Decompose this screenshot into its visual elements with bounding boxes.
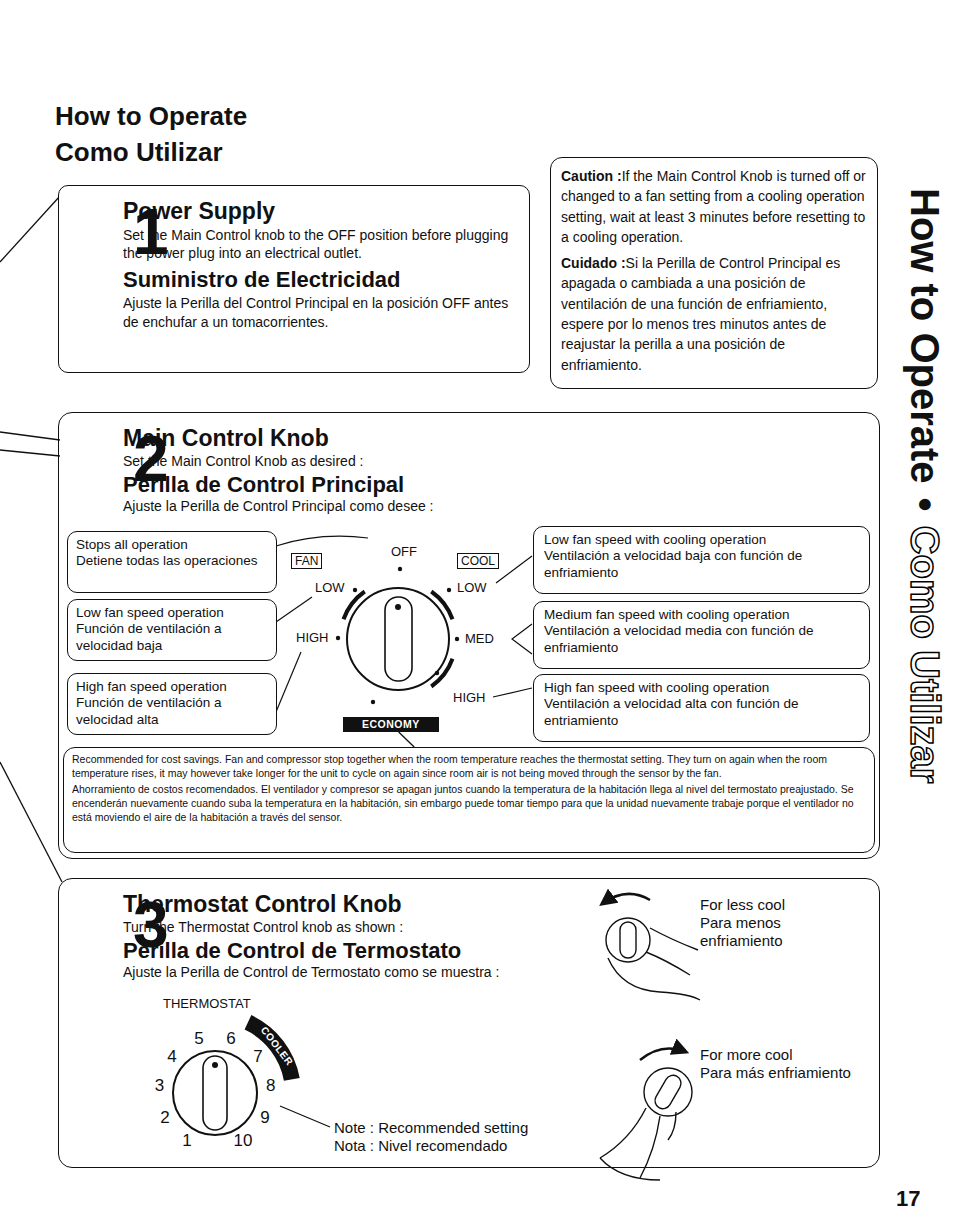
hint-text: For more cool [700, 1046, 793, 1064]
setting-dots [336, 567, 459, 704]
node-text: High fan speed with cooling operation [544, 680, 859, 696]
setting-label: LOW [456, 580, 488, 595]
node-text: Recommended for cost savings. Fan and co… [72, 753, 866, 780]
dial-number: 8 [266, 1076, 275, 1096]
note-text: Nota : Nivel recomendado [334, 1137, 507, 1154]
node-text: Main Control Knob [123, 425, 869, 453]
node-text: ECONOMY [362, 718, 420, 731]
dial-number: 4 [167, 1047, 176, 1067]
setting-label: MED [464, 631, 495, 646]
hint-text: Para menos enfriamiento [700, 914, 810, 950]
node-text: Ventilación a velocidad baja con función… [544, 548, 859, 581]
node-text: Set the Main Control knob to the OFF pos… [123, 226, 519, 264]
callout-box: Stops all operationDetiene todas las ope… [67, 531, 277, 593]
node-text: Ahorramiento de costos recomendados. El … [72, 783, 866, 824]
economy-band: ECONOMY [343, 717, 439, 732]
node-text: Low fan speed operation [76, 605, 268, 621]
bracket-lines [0, 196, 62, 882]
setting-tag: COOL [457, 553, 499, 569]
setting-label: HIGH [452, 690, 487, 705]
node-text: Perilla de Control Principal [123, 472, 869, 498]
node-text: FAN [295, 554, 318, 568]
caution-box: Caution :If the Main Control Knob is tur… [550, 157, 878, 389]
node-text: Ajuste la Perilla de Control de Termosta… [123, 964, 869, 982]
setting-label: HIGH [295, 630, 330, 645]
node-text: Cuidado : [561, 255, 626, 271]
node-text: Función de ventilación a velocidad baja [76, 621, 268, 654]
setting-label: OFF [390, 544, 418, 559]
hand-illustration [600, 894, 700, 1180]
dial-number: 1 [182, 1131, 191, 1151]
node-text: Función de ventilación a velocidad alta [76, 695, 268, 728]
callout-box: Medium fan speed with cooling operationV… [533, 601, 870, 669]
node-text: Low fan speed with cooling operation [544, 532, 859, 548]
node-text: Ventilación a velocidad media con funció… [544, 623, 859, 656]
node-text: Suministro de Electricidad [123, 267, 519, 293]
dial-name: THERMOSTAT [163, 996, 251, 1011]
setting-label: LOW [314, 580, 346, 595]
side-tab-text: How to Operate [902, 188, 948, 484]
thermostat-dial [173, 1015, 300, 1135]
callout-box: High fan speed operationFunción de venti… [67, 673, 277, 735]
dial-number: 10 [234, 1131, 253, 1151]
main-control-knob [344, 588, 453, 690]
dial-number: 3 [155, 1076, 164, 1096]
setting-tag: FAN [291, 553, 322, 569]
side-tab-text: Como Utilizar [902, 526, 948, 784]
connector-line [399, 732, 415, 747]
node-text: Ajuste la Perilla del Control Principal … [123, 294, 519, 332]
note-text: Note : Recommended setting [334, 1119, 528, 1136]
dial-number: 5 [194, 1029, 203, 1049]
dial-number: 9 [260, 1108, 269, 1128]
node-text: High fan speed operation [76, 679, 268, 695]
note-box: Recommended for cost savings. Fan and co… [63, 747, 875, 853]
page-title: How to Operate [55, 101, 247, 132]
page-number: 17 [896, 1186, 920, 1212]
callout-box: High fan speed with cooling operationVen… [533, 674, 870, 742]
side-tab: How to Operate • Como Utilizar [902, 188, 948, 797]
cooler-band-label: COOLER [259, 1024, 296, 1067]
node-text: Set the Main Control Knob as desired : [123, 453, 869, 471]
node-text: Ventilación a velocidad alta con función… [544, 696, 859, 729]
node-text: Caution : [561, 168, 622, 184]
hint-text: For less cool [700, 896, 785, 914]
callout-box: Low fan speed with cooling operationVent… [533, 526, 870, 594]
subtitle: Como Utilizar [55, 137, 223, 168]
dial-number: 6 [226, 1029, 235, 1049]
node-text: Medium fan speed with cooling operation [544, 607, 859, 623]
callout-box: Low fan speed operationFunción de ventil… [67, 599, 277, 661]
side-tab-dot: • [902, 498, 948, 512]
hint-text: Para más enfriamiento [700, 1064, 851, 1082]
dial-number: 7 [253, 1047, 262, 1067]
node-text: COOL [461, 554, 495, 568]
node-text: Ajuste la Perilla de Control Principal c… [123, 498, 869, 516]
node-text: Stops all operation [76, 537, 268, 553]
node-text: Si la Perilla de Control Principal es ap… [561, 255, 840, 372]
dial-number: 2 [160, 1108, 169, 1128]
node-text: Detiene todas las operaciones [76, 553, 268, 569]
node-text: Power Supply [123, 198, 519, 226]
step-box: 1Power SupplySet the Main Control knob t… [58, 185, 530, 373]
